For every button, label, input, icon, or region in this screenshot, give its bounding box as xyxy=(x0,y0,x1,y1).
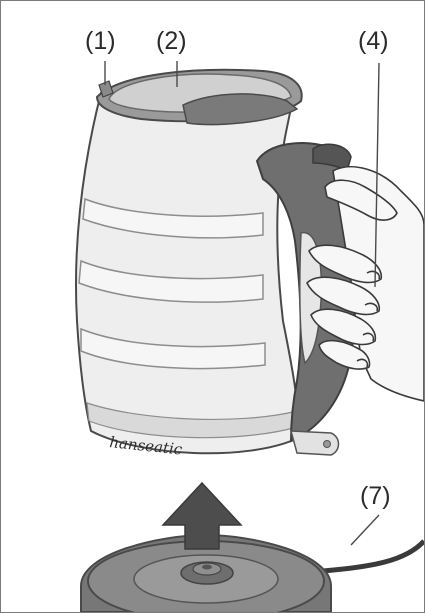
power-cord xyxy=(323,541,424,571)
callout-handle: (4) xyxy=(358,29,389,54)
callout-base: (7) xyxy=(360,484,391,509)
callout-lid-release: (1) xyxy=(85,29,116,54)
kettle-lid xyxy=(97,70,302,125)
kettle-body: hanseatic xyxy=(76,93,298,459)
callout-lid: (2) xyxy=(156,29,187,54)
